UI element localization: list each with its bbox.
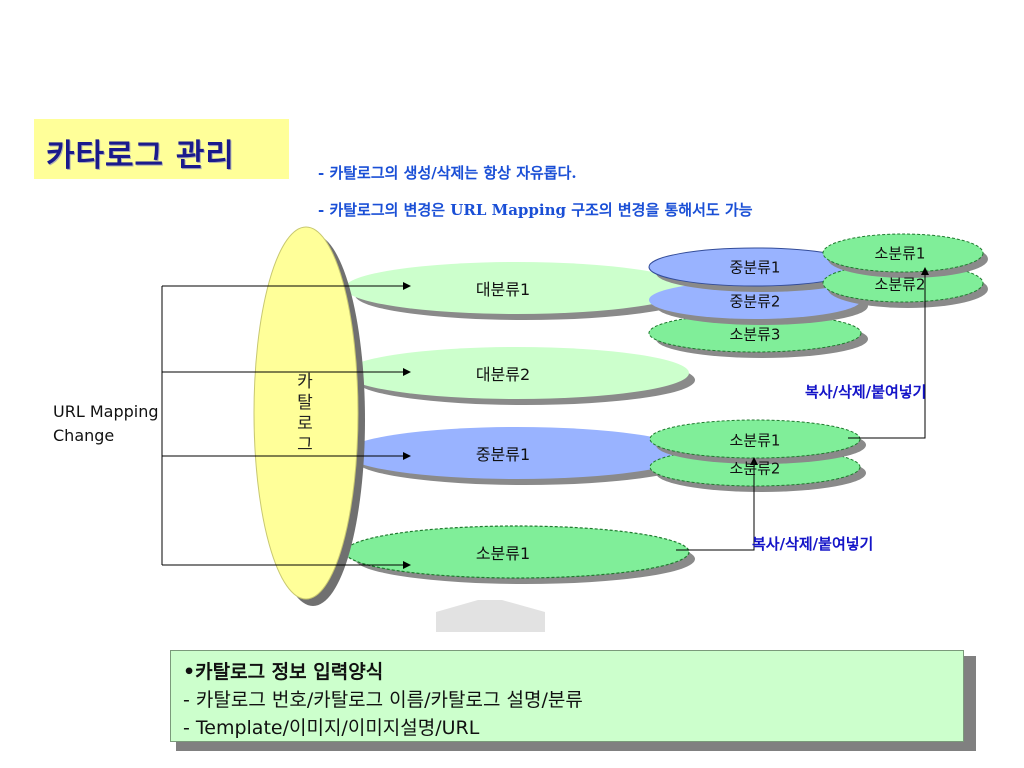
small-node-1-label: 소분류1	[475, 544, 531, 563]
info-line-template: - Template/이미지/이미지설명/URL	[183, 717, 480, 739]
info-line-fields: - 카탈로그 번호/카탈로그 이름/카탈로그 설명/분류	[183, 689, 583, 711]
upper-medium-2-label: 중분류2	[729, 292, 781, 311]
catalog-ellipse[interactable]	[253, 226, 359, 600]
title-box	[34, 119, 289, 179]
large-node-2-label: 대분류2	[475, 365, 531, 384]
up-arrow-shape	[436, 600, 545, 632]
catalog-info-form-box: •카탈로그 정보 입력양식 - 카탈로그 번호/카탈로그 이름/카탈로그 설명/…	[170, 650, 964, 742]
info-heading: •카탈로그 정보 입력양식	[183, 661, 384, 683]
right-small-1-label: 소분류1	[874, 244, 926, 263]
medium-node-1[interactable]	[345, 427, 689, 479]
note-create-delete: - 카탈로그의 생성/삭제는 항상 자유롭다.	[318, 164, 577, 182]
copy-delete-paste-label-2: 복사/삭제/붙여넣기	[752, 535, 874, 553]
right-small-1[interactable]	[822, 233, 984, 273]
catalog-char: 탈	[297, 393, 313, 413]
copy-delete-paste-label-1: 복사/삭제/붙여넣기	[805, 383, 927, 401]
middle-small-1-label: 소분류1	[729, 431, 781, 450]
page-title: 카타로그 관리	[46, 138, 235, 174]
middle-small-1[interactable]	[649, 419, 861, 459]
url-mapping-connectors	[161, 282, 411, 569]
url-mapping-line: URL Mapping	[53, 402, 159, 421]
middle-small-2-label: 소분류2	[729, 459, 781, 478]
right-small-2-label: 소분류2	[874, 275, 926, 294]
url-mapping-change-label: URL Mapping Change	[53, 400, 159, 448]
small-node-1[interactable]	[344, 525, 690, 579]
catalog-char: 카	[297, 372, 313, 392]
large-node-1[interactable]	[345, 262, 689, 314]
note-url-mapping: - 카탈로그의 변경은 URL Mapping 구조의 변경을 통해서도 가능	[318, 201, 753, 219]
upper-medium-2[interactable]	[649, 281, 861, 319]
copy-connectors	[676, 267, 929, 551]
url-mapping-line: Change	[53, 426, 115, 445]
catalog-char: 그	[297, 435, 313, 455]
large-node-1-label: 대분류1	[475, 280, 531, 299]
upper-medium-1-label: 중분류1	[729, 258, 781, 277]
upper-small-3-label: 소분류3	[729, 325, 781, 344]
catalog-label: 카 탈 로 그	[293, 372, 317, 456]
catalog-char: 로	[297, 414, 313, 434]
large-node-2[interactable]	[345, 347, 689, 399]
medium-node-1-label: 중분류1	[475, 445, 531, 464]
